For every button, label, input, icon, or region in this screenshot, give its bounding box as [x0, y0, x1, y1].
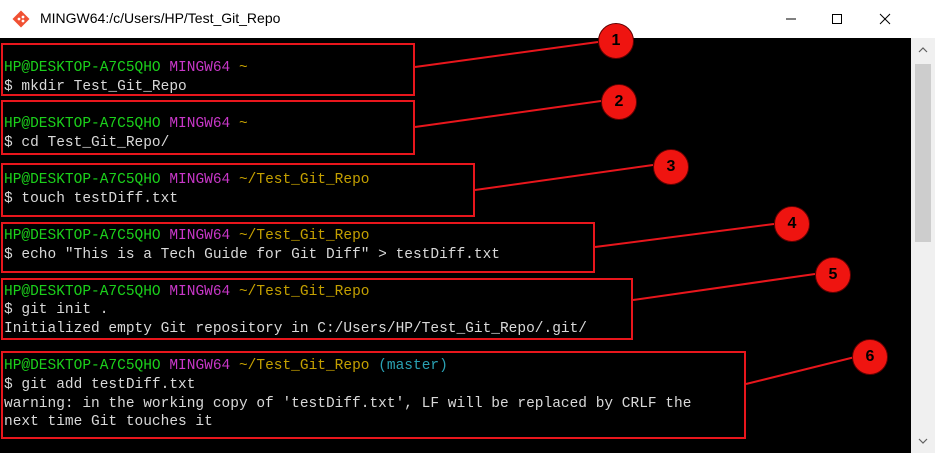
- annotation-badge-6: 6: [852, 339, 888, 375]
- close-button[interactable]: [862, 0, 908, 38]
- prompt-path: ~/Test_Git_Repo: [238, 284, 370, 300]
- prompt-line: HP@DESKTOP-A7C5QHO MINGW64 ~/Test_Git_Re…: [4, 357, 448, 375]
- prompt-shell: MINGW64: [169, 116, 231, 132]
- command-line: $ touch testDiff.txt: [4, 191, 179, 207]
- annotation-box-4: [1, 222, 595, 273]
- window-title: MINGW64:/c/Users/HP/Test_Git_Repo: [40, 10, 281, 26]
- git-bash-icon: [12, 10, 30, 28]
- scroll-thumb[interactable]: [915, 64, 931, 242]
- chevron-up-icon: [918, 47, 928, 53]
- prompt-line: HP@DESKTOP-A7C5QHO MINGW64 ~/Test_Git_Re…: [4, 171, 370, 189]
- annotation-badge-1: 1: [598, 23, 634, 59]
- output-line: next time Git touches it: [4, 414, 213, 430]
- prompt-branch: (master): [378, 358, 448, 374]
- prompt-user: HP@DESKTOP-A7C5QHO: [4, 284, 161, 300]
- annotation-box-1: [1, 43, 415, 96]
- command-line: $ mkdir Test_Git_Repo: [4, 79, 187, 95]
- prompt-line: HP@DESKTOP-A7C5QHO MINGW64 ~/Test_Git_Re…: [4, 283, 370, 301]
- annotation-badge-2: 2: [601, 84, 637, 120]
- prompt-user: HP@DESKTOP-A7C5QHO: [4, 116, 161, 132]
- title-bar[interactable]: MINGW64:/c/Users/HP/Test_Git_Repo: [0, 0, 935, 39]
- prompt-shell: MINGW64: [169, 358, 231, 374]
- maximize-button[interactable]: [814, 0, 860, 38]
- prompt-user: HP@DESKTOP-A7C5QHO: [4, 358, 161, 374]
- minimize-icon: [786, 18, 796, 20]
- annotation-badge-3: 3: [653, 149, 689, 185]
- command-line: $ echo "This is a Tech Guide for Git Dif…: [4, 247, 500, 263]
- annotation-badge-4: 4: [774, 206, 810, 242]
- prompt-shell: MINGW64: [169, 60, 231, 76]
- prompt-path: ~/Test_Git_Repo: [238, 358, 370, 374]
- prompt-user: HP@DESKTOP-A7C5QHO: [4, 60, 161, 76]
- prompt-shell: MINGW64: [169, 228, 231, 244]
- prompt-path: ~/Test_Git_Repo: [238, 228, 370, 244]
- prompt-line: HP@DESKTOP-A7C5QHO MINGW64 ~/Test_Git_Re…: [4, 227, 370, 245]
- minimize-button[interactable]: [768, 0, 814, 38]
- annotation-box-5: [1, 278, 633, 340]
- prompt-user: HP@DESKTOP-A7C5QHO: [4, 228, 161, 244]
- annotation-box-3: [1, 163, 475, 217]
- scroll-down-button[interactable]: [911, 433, 935, 449]
- prompt-path: ~: [238, 116, 248, 132]
- prompt-shell: MINGW64: [169, 284, 231, 300]
- maximize-icon: [832, 14, 842, 24]
- prompt-path: ~/Test_Git_Repo: [238, 172, 370, 188]
- command-line: $ cd Test_Git_Repo/: [4, 135, 170, 151]
- output-line: warning: in the working copy of 'testDif…: [4, 396, 692, 412]
- chevron-down-icon: [918, 438, 928, 444]
- prompt-line: HP@DESKTOP-A7C5QHO MINGW64 ~: [4, 59, 248, 77]
- command-line: $ git init .: [4, 302, 109, 318]
- vertical-scrollbar[interactable]: [911, 38, 935, 453]
- prompt-user: HP@DESKTOP-A7C5QHO: [4, 172, 161, 188]
- scroll-up-button[interactable]: [911, 42, 935, 58]
- command-line: $ git add testDiff.txt: [4, 377, 196, 393]
- prompt-line: HP@DESKTOP-A7C5QHO MINGW64 ~: [4, 115, 248, 133]
- output-line: Initialized empty Git repository in C:/U…: [4, 321, 587, 337]
- close-icon: [879, 13, 891, 25]
- prompt-shell: MINGW64: [169, 172, 231, 188]
- annotation-box-2: [1, 100, 415, 155]
- annotation-box-6: [1, 351, 746, 439]
- prompt-path: ~: [238, 60, 248, 76]
- annotation-badge-5: 5: [815, 257, 851, 293]
